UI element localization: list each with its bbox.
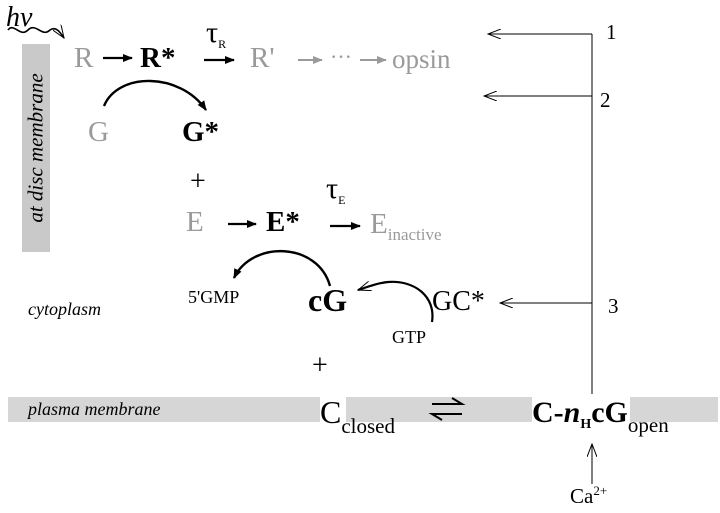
open-subscript: open [627,413,669,437]
channel-open: C-nHcGopen [532,398,669,436]
feedback-label-1: 1 [606,20,617,44]
disc-membrane-band [22,44,50,252]
species-G-star: G* [182,116,220,148]
species-R-star: R* [140,42,176,74]
plus-sign-upper: + [190,166,206,197]
substrate-GTP: GTP [392,327,427,347]
species-E: E [186,206,204,238]
chain-ellipsis: ··· [330,44,352,69]
hill-subscript: H [580,417,592,432]
species-cG: cG [308,282,348,318]
plasma-membrane-label: plasma membrane [28,399,161,419]
closed-subscript: closed [341,414,395,438]
channel-closed: Cclosed [320,396,395,437]
feedback-label-2: 2 [600,88,611,112]
light-label: hν [6,2,33,33]
hill-coefficient-n: n [563,396,581,429]
disc-membrane-label: at disc membrane [23,73,48,223]
species-R: R [74,42,94,74]
species-opsin: opsin [392,44,451,74]
arrow-cG-to-5GMP [232,249,332,287]
plasma-membrane-band-middle [346,397,400,422]
tau-E-symbol: τE [326,172,346,207]
species-E-inactive: Einactive [370,208,442,244]
plasma-membrane-band-right [630,397,718,422]
species-R-prime: R' [250,42,275,74]
species-G: G [88,116,109,148]
tau-R: τ [206,16,219,49]
plasma-membrane-band-left [8,397,320,422]
species-E-star: E* [266,206,300,238]
light-squiggle-arrow [7,28,64,38]
tau-E-subscript: E [338,193,346,207]
cytoplasm-label: cytoplasm [28,299,101,319]
channel-open-cG: cG [591,396,628,429]
calcium-base: Ca [570,484,594,508]
feedback-label-3: 3 [608,294,619,318]
calcium-label: Ca2+ [570,484,607,507]
tau-R-symbol: τR [206,16,227,51]
product-5GMP: 5'GMP [188,287,240,307]
channel-open-prefix: C- [532,396,564,429]
arrow-GTP-to-cG [358,280,434,323]
tau-R-subscript: R [218,37,227,51]
plasma-membrane-band-mid2 [400,397,532,422]
calcium-charge: 2+ [593,483,608,498]
arrow-G-to-Gstar [102,79,207,111]
species-GC-star: GC* [432,286,485,317]
equilibrium-arrows [428,397,466,421]
plus-sign-lower: + [312,350,328,381]
channel-closed-C: C [320,394,342,430]
E-inactive-main: E [370,208,388,240]
tau-E: τ [326,172,339,205]
E-inactive-subscript: inactive [387,225,442,244]
